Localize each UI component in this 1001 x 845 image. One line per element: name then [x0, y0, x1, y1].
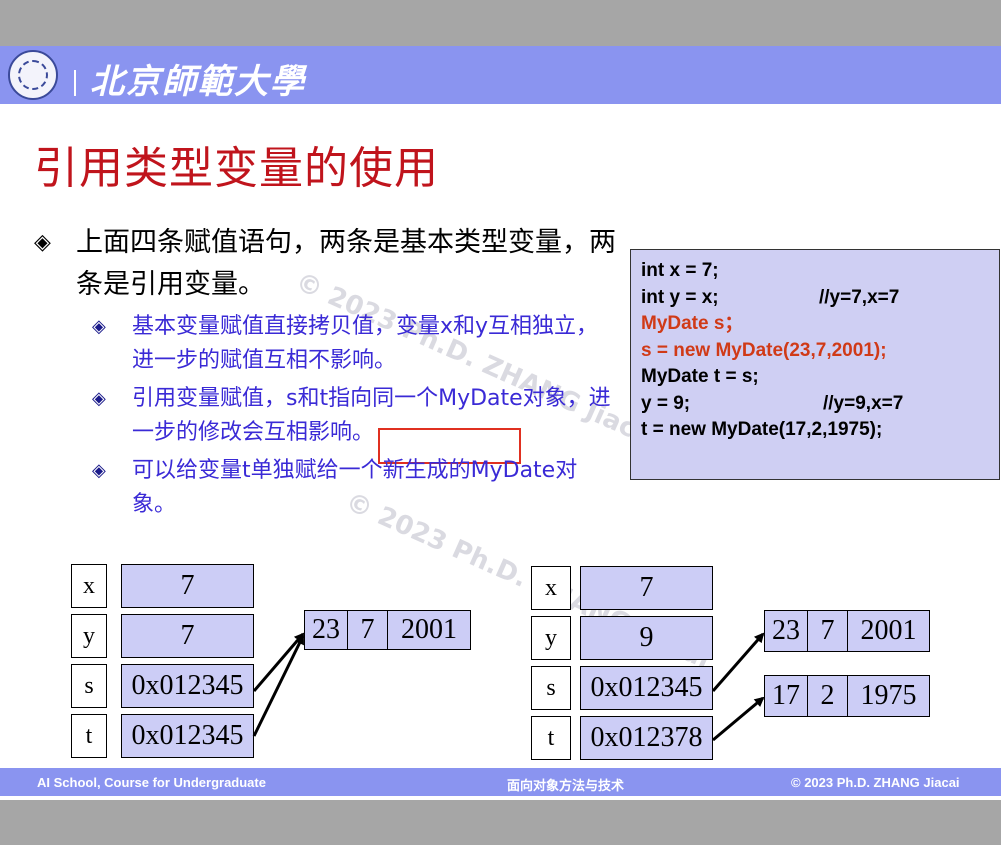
diamond-bullet-icon: ◈ [92, 316, 106, 337]
object1-field-year: 2001 [847, 610, 930, 652]
var-label-s: s [71, 664, 107, 708]
code-line: int y = x;//y=7,x=7 [641, 285, 989, 312]
diamond-bullet-icon: ◈ [92, 460, 106, 481]
object1-field-day: 23 [764, 610, 808, 652]
var-value-s: 0x012345 [121, 664, 254, 708]
code-line: MyDate t = s; [641, 366, 759, 387]
object-field-year: 2001 [387, 610, 471, 650]
header-divider [74, 70, 76, 96]
arrow-t-to-object [252, 634, 305, 737]
code-box: int x = 7; int y = x;//y=7,x=7 MyDate s；… [630, 249, 1000, 480]
highlight-box [378, 428, 521, 464]
var-label-y: y [71, 614, 107, 658]
object-field-day: 23 [304, 610, 348, 650]
object1-field-month: 7 [807, 610, 848, 652]
code-line: t = new MyDate(17,2,1975); [641, 419, 883, 440]
var-value-t: 0x012378 [580, 716, 713, 760]
arrow-s-to-object [252, 632, 305, 692]
object-field-month: 7 [347, 610, 388, 650]
slide: 北京師範大學 引用类型变量的使用 © 2023 Ph.D. ZHANG Jiac… [0, 46, 1001, 800]
arrow-t-to-object2 [712, 696, 765, 742]
main-bullet-text: 上面四条赋值语句，两条是基本类型变量，两条是引用变量。 [76, 227, 616, 300]
footer-right: © 2023 Ph.D. ZHANG Jiacai [791, 775, 960, 790]
var-label-x: x [71, 564, 107, 608]
object2-field-day: 17 [764, 675, 808, 717]
var-label-t: t [531, 716, 571, 760]
code-line: y = 9;//y=9,x=7 [641, 391, 989, 418]
var-value-x: 7 [580, 566, 713, 610]
sub-bullet-text: 引用变量赋值，s和t指向同一个MyDate对象，进一步的修改会互相影响。 [132, 386, 611, 445]
code-comment: //y=9,x=7 [823, 392, 904, 414]
pointer-arrows [252, 632, 765, 742]
var-value-y: 9 [580, 616, 713, 660]
code-comment: //y=7,x=7 [819, 286, 900, 308]
object2-field-year: 1975 [847, 675, 930, 717]
code-line: MyDate s； [641, 313, 744, 334]
var-value-y: 7 [121, 614, 254, 658]
footer-left: AI School, Course for Undergraduate [37, 775, 266, 790]
code-line: s = new MyDate(23,7,2001); [641, 339, 887, 361]
var-label-s: s [531, 666, 571, 710]
diamond-bullet-icon: ◈ [34, 230, 51, 255]
var-value-s: 0x012345 [580, 666, 713, 710]
sub-bullet-text: 可以给变量t单独赋给一个新生成的MyDate对象。 [132, 458, 578, 517]
footer-bar: AI School, Course for Undergraduate 面向对象… [0, 768, 1001, 796]
university-name: 北京師範大學 [90, 62, 306, 102]
var-label-t: t [71, 714, 107, 758]
var-label-y: y [531, 616, 571, 660]
var-value-x: 7 [121, 564, 254, 608]
code-line: int x = 7; [641, 260, 719, 281]
var-label-x: x [531, 566, 571, 610]
var-value-t: 0x012345 [121, 714, 254, 758]
arrow-s-to-object1 [711, 632, 765, 692]
university-seal-logo [8, 50, 58, 100]
slide-title: 引用类型变量的使用 [34, 143, 439, 194]
diamond-bullet-icon: ◈ [92, 388, 106, 409]
header-bar: 北京師範大學 [0, 46, 1001, 104]
footer-center: 面向对象方法与技术 [507, 778, 625, 793]
sub-bullet-text: 基本变量赋值直接拷贝值，变量x和y互相独立，进一步的赋值互相不影响。 [132, 314, 599, 373]
